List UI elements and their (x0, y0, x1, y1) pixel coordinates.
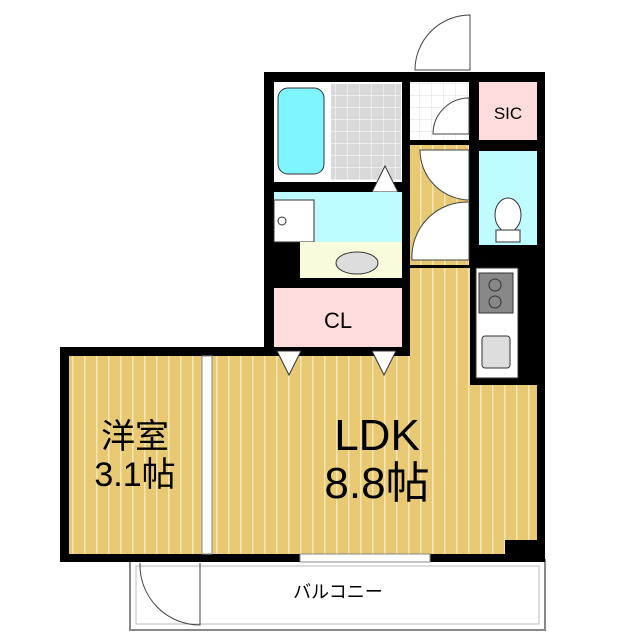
kitchen-sink-icon (481, 335, 511, 369)
balcony-door-swing (139, 562, 201, 626)
toilet-door-swing (419, 149, 470, 201)
closet-door-icon (276, 350, 397, 377)
sic-room (479, 82, 537, 140)
bathtub-icon (277, 87, 325, 175)
window (299, 553, 431, 563)
sic-door-swing (432, 97, 470, 135)
stove-icon (478, 272, 514, 314)
entrance-door-icon (414, 14, 471, 71)
balcony-label: バルコニー (293, 582, 383, 602)
balcony (129, 559, 546, 631)
washroom-door-swing (411, 201, 470, 261)
closet-label: CL (324, 308, 352, 333)
ldk-floor (212, 268, 537, 554)
partition-sliding-door (201, 355, 213, 555)
closet (274, 288, 402, 347)
sic-label: SIC (494, 104, 522, 123)
western-room-size: 3.1帖 (94, 456, 175, 494)
ldk-size: 8.8帖 (324, 459, 429, 508)
toilet-icon (494, 197, 522, 233)
ldk-name: LDK (334, 411, 420, 460)
sink-icon (335, 251, 379, 275)
western-room-name: 洋室 (101, 418, 169, 456)
western-room-floor (69, 356, 202, 554)
shower-floor (331, 84, 401, 180)
